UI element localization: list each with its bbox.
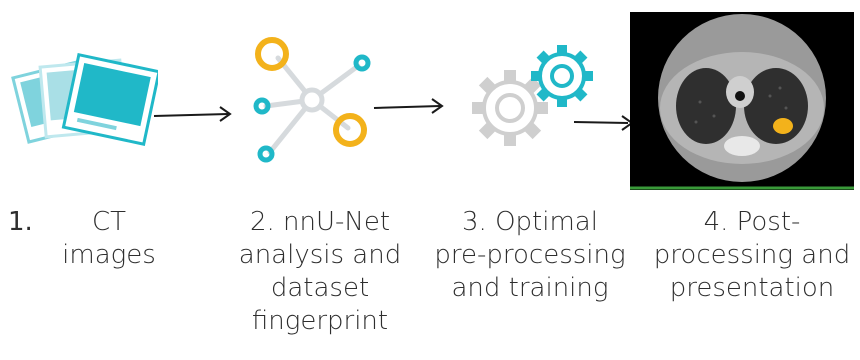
step3-line-3: and training (451, 273, 609, 303)
step2-line-4: fingerprint (251, 306, 389, 336)
step4-line-2: processing and (653, 240, 851, 270)
step4-caption: 4. Post- processing and presentation (648, 206, 856, 305)
arrow-right-icon (372, 96, 452, 116)
gears-icon (462, 40, 602, 160)
network-nodes-icon (240, 30, 380, 170)
step2-line-1: 2. nnU-Net (249, 207, 391, 237)
step2-line-3: dataset (270, 273, 370, 303)
step4-line-3: presentation (669, 273, 835, 303)
arrow-right-icon (572, 112, 636, 132)
step1-line-ct: CT (91, 207, 127, 237)
step3-line-2: pre-processing (434, 240, 626, 270)
photo-stack-icon (8, 40, 161, 160)
step3-caption: 3. Optimal pre-processing and training (430, 206, 630, 305)
step3-line-1: 3. Optimal (462, 207, 598, 237)
step1-number: 1. (8, 207, 33, 237)
step2-caption: 2. nnU-Net analysis and dataset fingerpr… (225, 206, 415, 338)
step4-line-1: 4. Post- (703, 207, 801, 237)
step1-line-images: images (62, 240, 156, 270)
arrow-right-icon (150, 104, 240, 124)
ct-scan-image (630, 12, 854, 190)
step2-line-2: analysis and (238, 240, 402, 270)
step1-caption: CT images (54, 206, 164, 272)
